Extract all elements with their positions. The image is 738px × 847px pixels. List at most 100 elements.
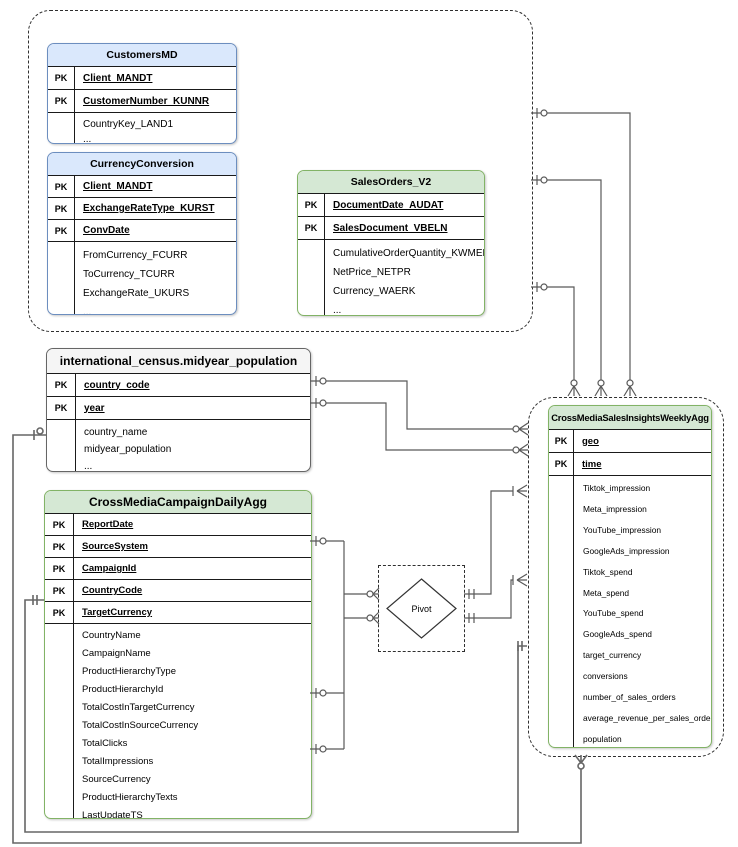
column: average_revenue_per_sales_order: [583, 712, 712, 723]
pk-row: PK Client_MANDT: [48, 176, 236, 198]
column: country_name: [84, 427, 148, 438]
pk-badge: PK: [45, 602, 74, 623]
pk-badge: PK: [48, 90, 75, 112]
column: GoogleAds_spend: [583, 629, 652, 640]
pk-badge: PK: [48, 198, 75, 219]
column: CumulativeOrderQuantity_KWMENG: [333, 248, 485, 259]
pk-column: DocumentDate_AUDAT: [333, 199, 444, 211]
pk-row: PK country_code: [47, 374, 310, 397]
relationship-salesorders-to-weekly: [531, 282, 581, 397]
pk-row: PK CountryCode: [45, 580, 311, 602]
pk-row: PK ExchangeRateType_KURST: [48, 198, 236, 220]
table-title: international_census.midyear_population: [47, 349, 310, 374]
field-list: Tiktok_impression Meta_impression YouTub…: [549, 476, 711, 747]
table-sales-orders-v2[interactable]: SalesOrders_V2 PK DocumentDate_AUDAT PK …: [297, 170, 485, 316]
table-customers-md[interactable]: CustomersMD PK Client_MANDT PK CustomerN…: [47, 43, 237, 144]
table-title: CurrencyConversion: [48, 153, 236, 176]
column: ToCurrency_TCURR: [83, 269, 175, 280]
relationship-campaign-to-pivot: [310, 536, 380, 754]
relationship-customers-to-weekly: [531, 108, 637, 397]
column: YouTube_spend: [583, 608, 644, 619]
table-title: CustomersMD: [48, 44, 236, 67]
column: Meta_spend: [583, 587, 630, 598]
pk-column: ExchangeRateType_KURST: [83, 203, 215, 214]
field-list: CountryName CampaignName ProductHierarch…: [45, 624, 311, 818]
pk-column: TargetCurrency: [82, 607, 153, 618]
pivot-label: Pivot: [411, 603, 432, 614]
column: Tiktok_impression: [583, 483, 651, 493]
column: CountryName: [82, 630, 141, 641]
column: Tiktok_spend: [583, 566, 633, 577]
pk-column: country_code: [84, 379, 150, 391]
pk-row: PK TargetCurrency: [45, 602, 311, 624]
pk-column: Client_MANDT: [83, 181, 153, 192]
pk-row: PK time: [549, 453, 711, 476]
table-title: CrossMediaSalesInsightsWeeklyAgg: [549, 406, 711, 430]
column: CountryKey_LAND1: [83, 119, 174, 130]
pk-gutter: [48, 113, 75, 143]
ellipsis: ...: [83, 307, 92, 315]
table-international-census-midyear-population[interactable]: international_census.midyear_population …: [46, 348, 311, 472]
column: TotalCostInTargetCurrency: [82, 702, 195, 713]
column: ProductHierarchyType: [82, 666, 176, 677]
table-currency-conversion[interactable]: CurrencyConversion PK Client_MANDT PK Ex…: [47, 152, 237, 315]
pk-row: PK CampaignId: [45, 558, 311, 580]
pivot-node[interactable]: Pivot: [378, 565, 465, 652]
field-list: CountryKey_LAND1 ...: [48, 113, 236, 143]
pk-badge: PK: [45, 536, 74, 557]
column: ProductHierarchyId: [82, 684, 164, 695]
field-list: country_name midyear_population ...: [47, 420, 310, 471]
pk-badge: PK: [48, 67, 75, 89]
relationship-pivot-to-weekly-lower: [464, 573, 528, 623]
table-title: CrossMediaCampaignDailyAgg: [45, 491, 311, 514]
column: TotalImpressions: [82, 756, 154, 767]
field-list: CumulativeOrderQuantity_KWMENG NetPrice_…: [298, 240, 484, 315]
relationship-country-code-to-weekly: [310, 376, 529, 436]
pk-row: PK SourceSystem: [45, 536, 311, 558]
column: population: [583, 733, 622, 744]
pk-column: SalesDocument_VBELN: [333, 222, 448, 234]
pk-gutter: [298, 240, 325, 315]
pk-column: Client_MANDT: [83, 72, 153, 84]
pk-row: PK geo: [549, 430, 711, 453]
pk-gutter: [45, 624, 74, 818]
pk-row: PK DocumentDate_AUDAT: [298, 194, 484, 217]
pk-badge: PK: [48, 220, 75, 241]
column: LastUpdateTS: [82, 810, 143, 819]
pk-gutter: [47, 420, 76, 471]
column: number_of_sales_orders: [583, 692, 676, 703]
column: GoogleAds_impression: [583, 545, 670, 556]
ellipsis: ...: [83, 134, 92, 144]
pk-badge: PK: [47, 397, 76, 419]
column: TotalClicks: [82, 738, 128, 749]
pk-column: ReportDate: [82, 519, 134, 530]
relationship-currency-to-weekly: [531, 175, 608, 397]
pk-row: PK ReportDate: [45, 514, 311, 536]
table-cross-media-campaign-daily-agg[interactable]: CrossMediaCampaignDailyAgg PK ReportDate…: [44, 490, 312, 819]
ellipsis: ...: [333, 305, 342, 316]
table-cross-media-sales-insights-weekly-agg[interactable]: CrossMediaSalesInsightsWeeklyAgg PK geo …: [548, 405, 712, 748]
pk-row: PK CustomerNumber_KUNNR: [48, 90, 236, 113]
pk-badge: PK: [549, 453, 574, 475]
pk-badge: PK: [298, 217, 325, 239]
pk-badge: PK: [45, 580, 74, 601]
relationship-year-to-weekly: [310, 398, 529, 457]
pk-column: CustomerNumber_KUNNR: [83, 95, 210, 107]
column: Meta_impression: [583, 503, 647, 514]
pk-badge: PK: [549, 430, 574, 452]
pk-badge: PK: [45, 558, 74, 579]
pk-column: time: [582, 458, 602, 470]
pk-gutter: [549, 476, 574, 747]
pk-column: ConvDate: [83, 225, 130, 236]
column: CampaignName: [82, 648, 151, 659]
pk-row: PK Client_MANDT: [48, 67, 236, 90]
column: midyear_population: [84, 444, 172, 455]
pk-badge: PK: [45, 514, 74, 535]
pk-column: geo: [582, 435, 599, 447]
column: ProductHierarchyTexts: [82, 792, 178, 803]
table-title: SalesOrders_V2: [298, 171, 484, 194]
pk-column: CountryCode: [82, 585, 143, 596]
column: ExchangeRate_UKURS: [83, 288, 190, 299]
column: Currency_WAERK: [333, 286, 416, 297]
